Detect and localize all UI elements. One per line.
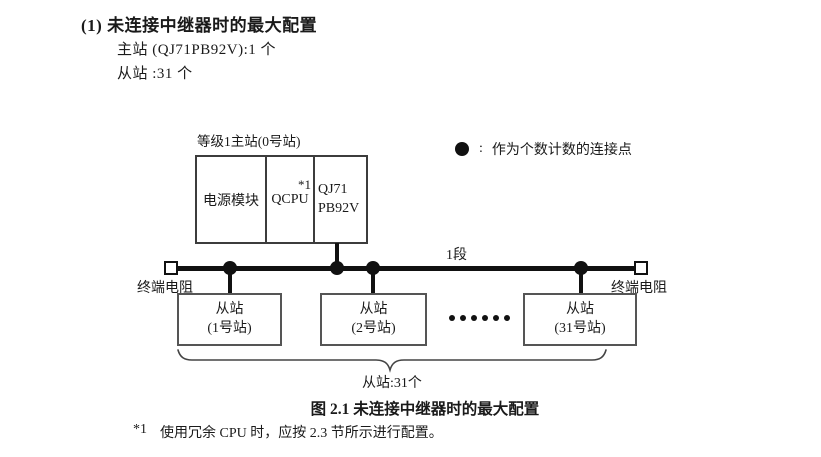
cpu-footnote-ref: *1 [298,177,311,192]
slave-spec-line: 从站 :31 个 [117,66,193,82]
segment-label: 1段 [446,248,467,263]
terminating-resistor-right-label: 终端电阻 [611,281,667,296]
legend: : 作为个数计数的连接点 [455,139,632,159]
slave1-label-line2: (1号站) [207,320,252,336]
slave2-label-line1: 从站 [359,301,388,317]
connection-point-icon [455,142,469,156]
power-module-cell: 电源模块 [197,157,267,242]
slave31-drop-line [579,270,583,294]
figure-caption: 图 2.1 未连接中继器时的最大配置 [310,401,540,418]
slave1-label-line1: 从站 [215,301,244,317]
cpu-label: QCPU [271,191,309,207]
terminating-resistor-right-icon [634,261,648,275]
legend-text: 作为个数计数的连接点 [491,143,632,158]
connection-dot-slave1 [223,261,237,275]
slave1-drop-line [228,270,232,294]
slave31-label-line2: (31号站) [554,320,606,336]
master-spec-line: 主站 (QJ71PB92V):1 个 [117,42,277,58]
module-label-line2: PB92V [318,200,360,216]
slave-station-31-box: 从站 (31号站) [523,293,637,346]
slave2-label-line2: (2号站) [351,320,396,336]
slave-count-label: 从站:31个 [362,376,422,391]
master-station-box: 电源模块 *1 QCPU QJ71 PB92V [195,155,368,244]
module-label-line1: QJ71 [318,181,348,197]
footnote-marker: *1 [133,422,147,437]
terminating-resistor-left-label: 终端电阻 [137,281,193,296]
connection-dot-master [330,261,344,275]
master-station-label: 等级1主站(0号站) [197,134,301,149]
slave-station-1-box: 从站 (1号站) [177,293,282,346]
slave-station-2-box: 从站 (2号站) [320,293,427,346]
connection-dot-slave31 [574,261,588,275]
pb92v-module-cell: QJ71 PB92V [315,157,366,242]
more-slaves-ellipsis-icon [449,315,510,321]
master-drop-line [335,243,339,268]
slave31-label-line1: 从站 [566,301,594,317]
slave-count-brace [177,349,607,373]
footnote-text: 使用冗余 CPU 时，应按 2.3 节所示进行配置。 [160,426,443,441]
footnote: *1 使用冗余 CPU 时，应按 2.3 节所示进行配置。 [133,422,443,442]
cpu-cell: *1 QCPU [267,157,315,242]
terminating-resistor-left-icon [164,261,178,275]
bus-segment-line [178,266,635,271]
connection-dot-slave2 [366,261,380,275]
section-heading: (1) 未连接中继器时的最大配置 [81,16,318,35]
legend-separator: : [479,141,483,156]
slave2-drop-line [371,270,375,294]
